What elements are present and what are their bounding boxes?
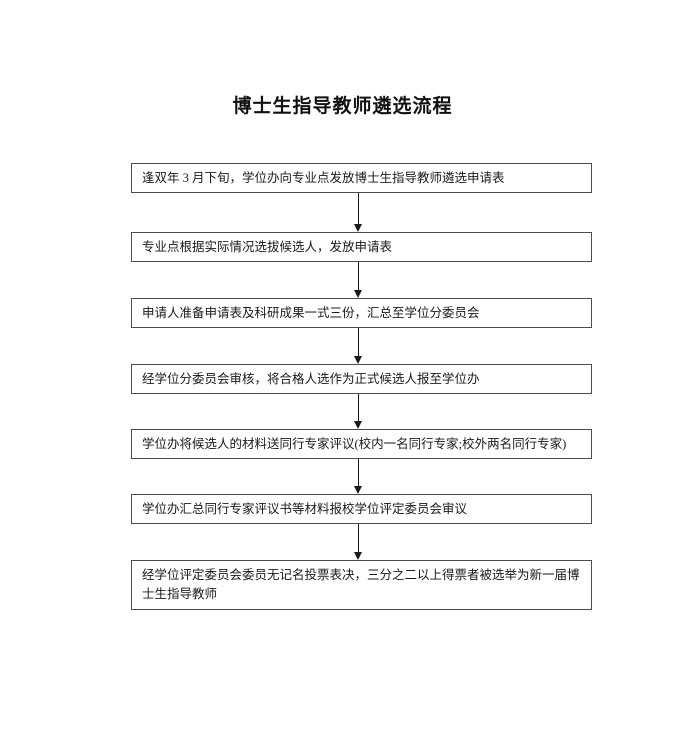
- arrow-shaft: [358, 193, 359, 226]
- flow-step-5: 学位办将候选人的材料送同行专家评议(校内一名同行专家;校外两名同行专家): [131, 429, 592, 459]
- flow-step-4-label: 经学位分委员会审核，将合格人选作为正式候选人报至学位办: [142, 371, 480, 386]
- flow-step-6-label: 学位办汇总同行专家评议书等材料报校学位评定委员会审议: [142, 501, 468, 516]
- arrow-head: [354, 290, 362, 298]
- arrow-head: [354, 552, 362, 560]
- flow-step-7-label: 经学位评定委员会委员无记名投票表决，三分之二以上得票者被选举为新一届博士生指导教…: [142, 568, 580, 601]
- down-arrow-icon: [354, 524, 363, 560]
- down-arrow-icon: [354, 459, 363, 494]
- arrow-shaft: [358, 328, 359, 358]
- flow-step-2: 专业点根据实际情况选拔候选人，发放申请表: [131, 232, 592, 262]
- arrow-shaft: [358, 459, 359, 488]
- arrow-head: [354, 421, 362, 429]
- flow-step-3-label: 申请人准备申请表及科研成果一式三份，汇总至学位分委员会: [142, 305, 480, 320]
- arrow-head: [354, 224, 362, 232]
- flow-step-6: 学位办汇总同行专家评议书等材料报校学位评定委员会审议: [131, 494, 592, 524]
- arrow-head: [354, 486, 362, 494]
- down-arrow-icon: [354, 262, 363, 298]
- flow-step-3: 申请人准备申请表及科研成果一式三份，汇总至学位分委员会: [131, 298, 592, 328]
- flow-step-4: 经学位分委员会审核，将合格人选作为正式候选人报至学位办: [131, 364, 592, 394]
- flow-step-5-label: 学位办将候选人的材料送同行专家评议(校内一名同行专家;校外两名同行专家): [142, 436, 567, 451]
- arrow-shaft: [358, 394, 359, 423]
- arrow-shaft: [358, 524, 359, 554]
- arrow-head: [354, 356, 362, 364]
- down-arrow-icon: [354, 394, 363, 429]
- arrow-shaft: [358, 262, 359, 292]
- down-arrow-icon: [354, 328, 363, 364]
- flow-step-1-label: 逢双年 3 月下旬，学位办向专业点发放博士生指导教师遴选申请表: [142, 170, 505, 185]
- flow-step-7: 经学位评定委员会委员无记名投票表决，三分之二以上得票者被选举为新一届博士生指导教…: [131, 560, 592, 610]
- down-arrow-icon: [354, 193, 363, 232]
- flow-step-1: 逢双年 3 月下旬，学位办向专业点发放博士生指导教师遴选申请表: [131, 163, 592, 193]
- page-title: 博士生指导教师遴选流程: [232, 96, 453, 117]
- flow-step-2-label: 专业点根据实际情况选拔候选人，发放申请表: [142, 239, 393, 254]
